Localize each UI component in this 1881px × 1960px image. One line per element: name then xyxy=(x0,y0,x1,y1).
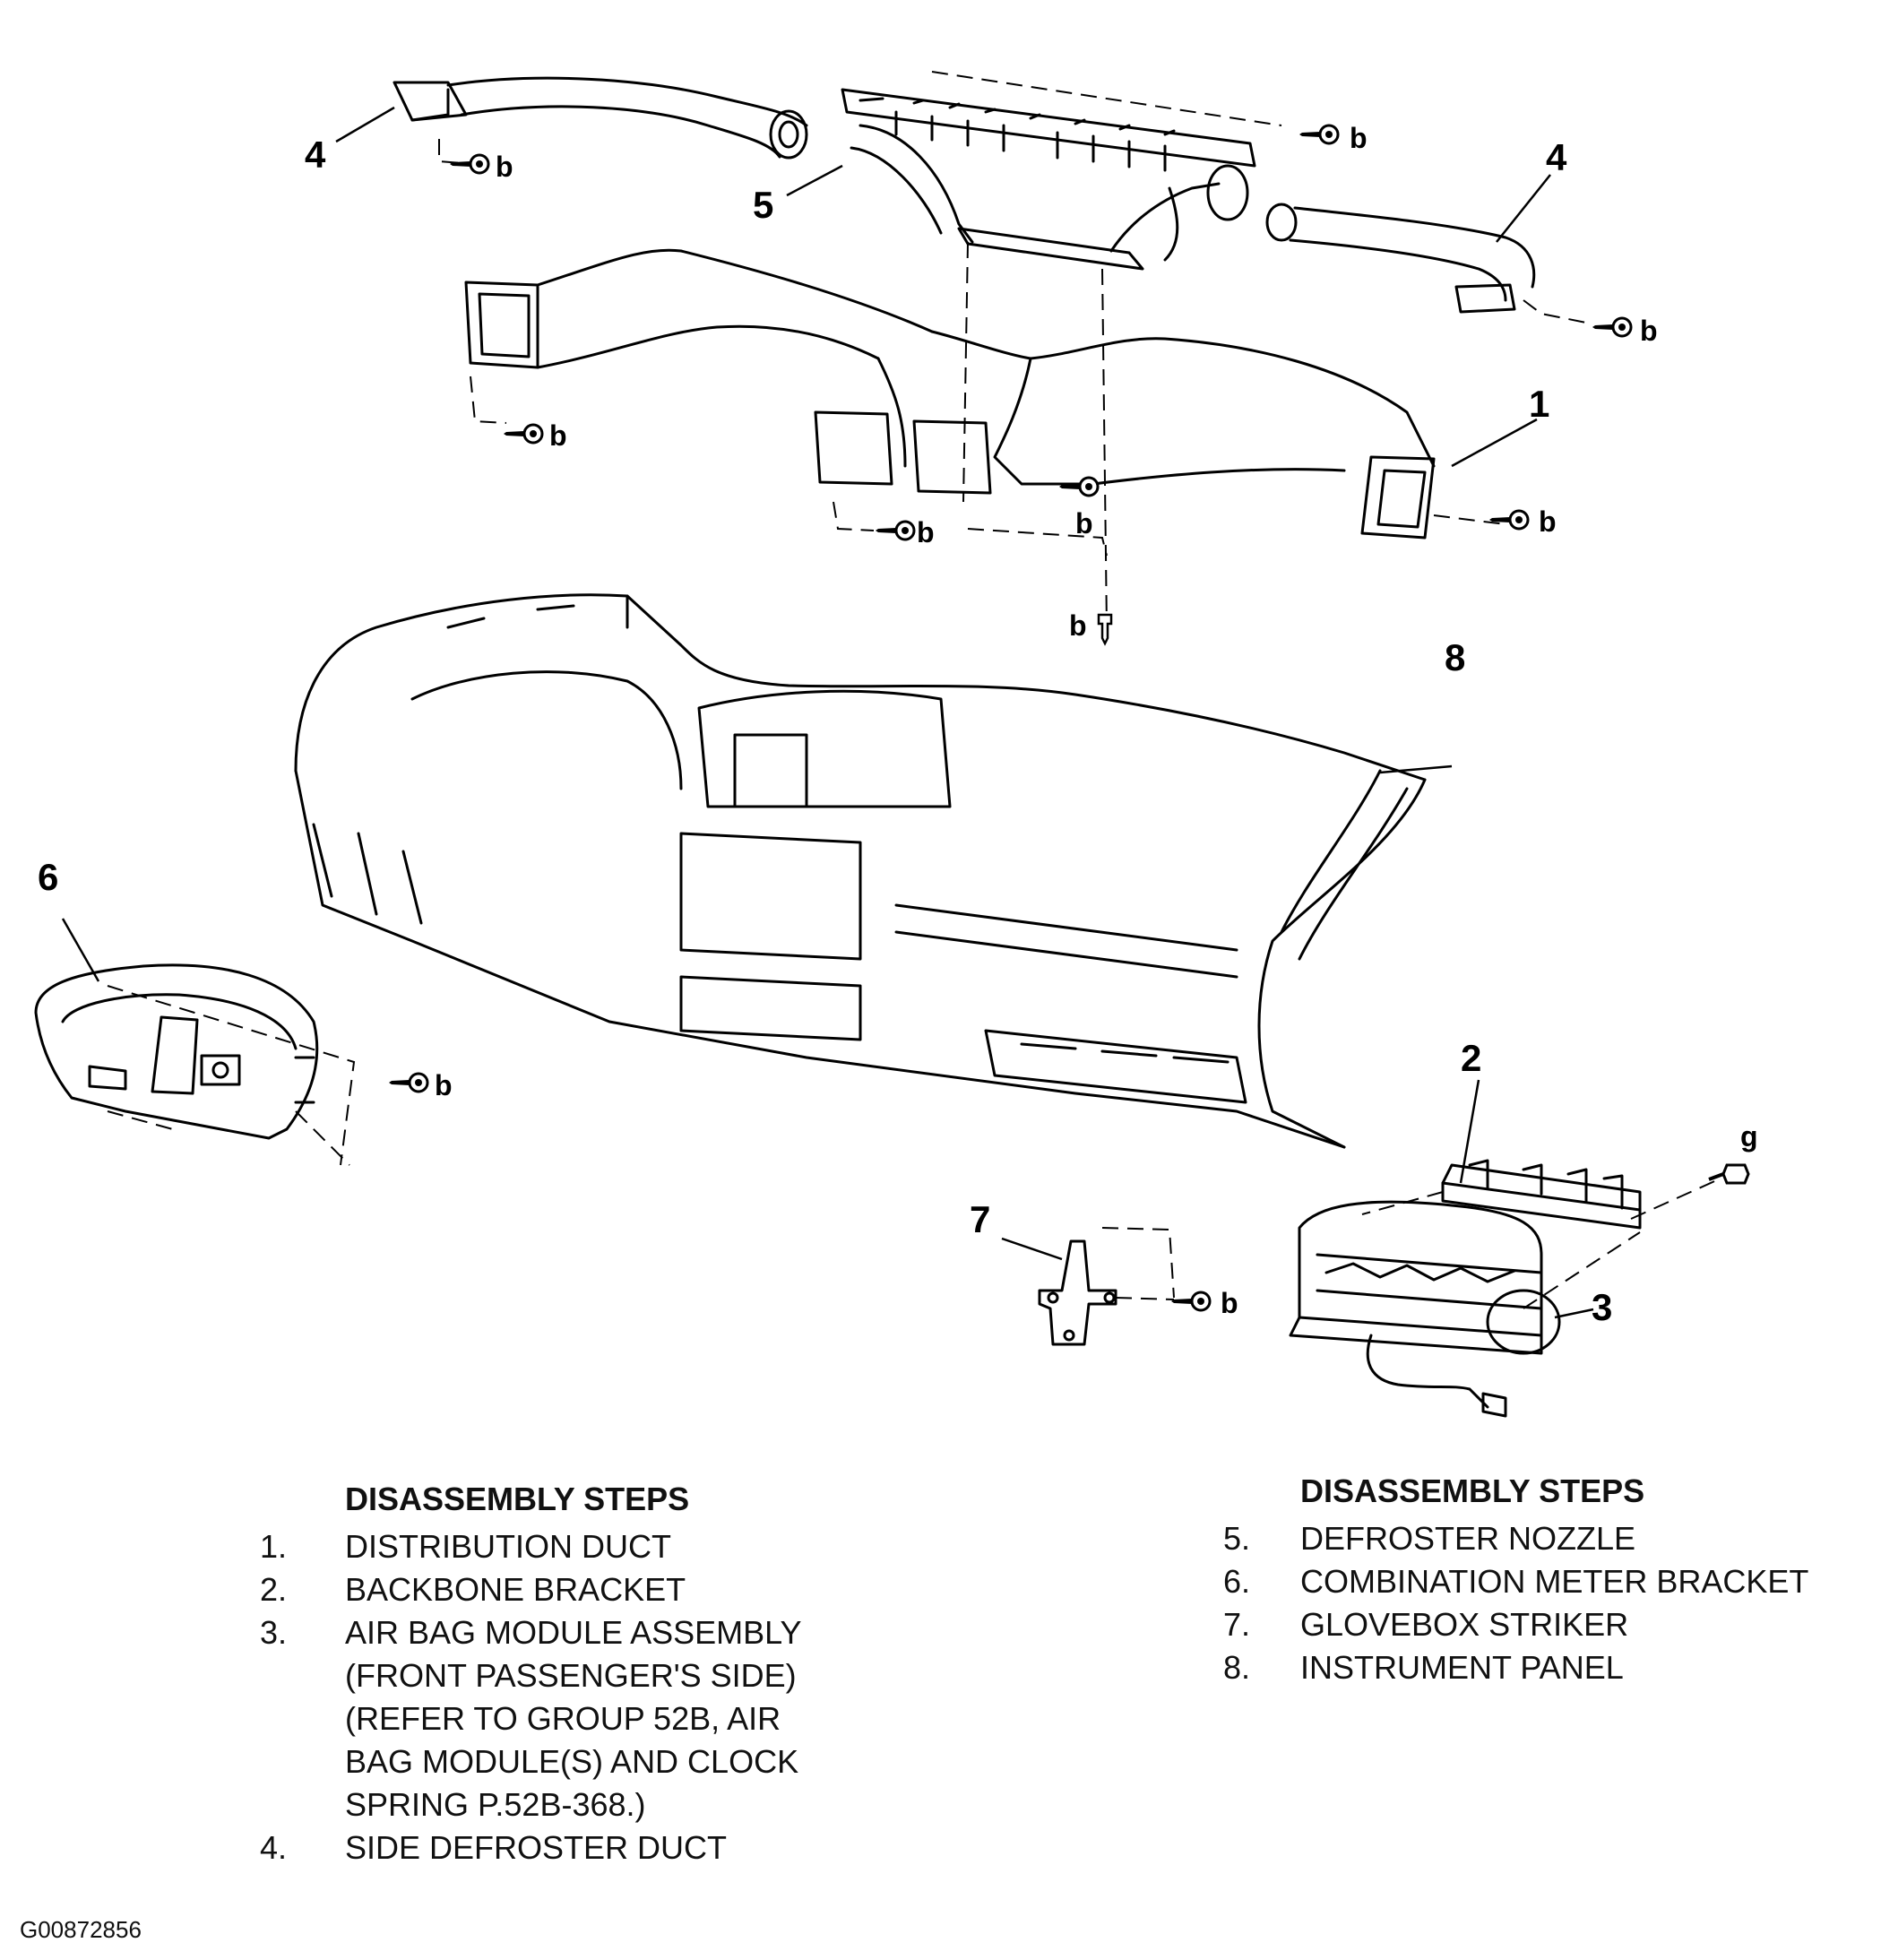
step-number: 1. xyxy=(260,1528,288,1565)
step-text: AIR BAG MODULE ASSEMBLY (FRONT PASSENGER… xyxy=(345,1614,802,1823)
fastener-label-b: b xyxy=(1640,315,1658,347)
step-item: 8. INSTRUMENT PANEL xyxy=(1223,1646,1808,1689)
exploded-parts-diagram xyxy=(34,71,1750,1418)
step-item: 1. DISTRIBUTION DUCT xyxy=(260,1525,801,1568)
fastener-label-b: b xyxy=(549,419,567,452)
callout-1: 1 xyxy=(1529,383,1550,425)
fastener-label-b: b xyxy=(435,1069,453,1101)
air-bag-module xyxy=(1289,1200,1561,1418)
step-text: DISTRIBUTION DUCT xyxy=(345,1528,671,1565)
glovebox-striker xyxy=(1038,1239,1117,1346)
backbone-bracket xyxy=(1441,1159,1642,1230)
fastener-label-b: b xyxy=(1539,505,1557,538)
step-number: 6. xyxy=(1223,1563,1251,1600)
callout-4-left: 4 xyxy=(305,134,326,176)
step-text: INSTRUMENT PANEL xyxy=(1300,1649,1624,1686)
fastener-label-b: b xyxy=(1069,609,1087,642)
step-text: BACKBONE BRACKET xyxy=(345,1571,686,1608)
fastener-label-b: b xyxy=(1075,507,1093,540)
leader-lines xyxy=(61,106,1594,1319)
callout-6: 6 xyxy=(38,856,59,898)
fastener-label-g: g xyxy=(1740,1120,1758,1153)
step-text: SIDE DEFROSTER DUCT xyxy=(345,1829,728,1866)
step-number: 7. xyxy=(1223,1606,1251,1643)
combination-meter-bracket xyxy=(34,963,319,1140)
step-item: 2. BACKBONE BRACKET xyxy=(260,1568,801,1611)
step-number: 5. xyxy=(1223,1520,1251,1557)
callout-4-right: 4 xyxy=(1546,136,1567,178)
figure-code: G00872856 xyxy=(20,1916,142,1943)
side-defroster-duct-right xyxy=(1265,203,1536,314)
step-number: 4. xyxy=(260,1829,288,1866)
step-item: 6. COMBINATION METER BRACKET xyxy=(1223,1560,1808,1603)
side-defroster-duct-left xyxy=(393,76,808,160)
step-item: 3. AIR BAG MODULE ASSEMBLY (FRONT PASSEN… xyxy=(260,1611,801,1826)
callout-7: 7 xyxy=(970,1198,991,1240)
disassembly-steps-right: DISASSEMBLY STEPS 5. DEFROSTER NOZZLE 6.… xyxy=(1223,1472,1808,1689)
step-item: 7. GLOVEBOX STRIKER xyxy=(1223,1603,1808,1646)
fastener-label-b: b xyxy=(1350,122,1368,154)
steps-heading: DISASSEMBLY STEPS xyxy=(345,1481,690,1517)
callout-2: 2 xyxy=(1461,1037,1482,1079)
defroster-nozzle xyxy=(841,88,1256,271)
screw-fasteners xyxy=(387,124,1750,1312)
callout-5: 5 xyxy=(753,184,774,226)
step-number: 8. xyxy=(1223,1649,1251,1686)
step-number: 3. xyxy=(260,1614,288,1651)
instrument-panel xyxy=(294,593,1427,1149)
alignment-lines xyxy=(107,71,1721,1309)
step-text: DEFROSTER NOZZLE xyxy=(1300,1520,1636,1557)
step-number: 2. xyxy=(260,1571,288,1608)
step-item: 4. SIDE DEFROSTER DUCT xyxy=(260,1826,801,1869)
disassembly-steps-left: DISASSEMBLY STEPS 1. DISTRIBUTION DUCT 2… xyxy=(260,1481,801,1869)
step-text: COMBINATION METER BRACKET xyxy=(1300,1563,1809,1600)
fastener-label-b: b xyxy=(917,516,935,548)
callout-8: 8 xyxy=(1445,636,1466,678)
steps-heading: DISASSEMBLY STEPS xyxy=(1300,1472,1645,1509)
step-text: GLOVEBOX STRIKER xyxy=(1300,1606,1629,1643)
callout-3: 3 xyxy=(1592,1286,1613,1328)
step-item: 5. DEFROSTER NOZZLE xyxy=(1223,1517,1808,1560)
fastener-label-b: b xyxy=(496,151,513,183)
fastener-label-b: b xyxy=(1221,1287,1238,1319)
distribution-duct xyxy=(464,248,1436,540)
